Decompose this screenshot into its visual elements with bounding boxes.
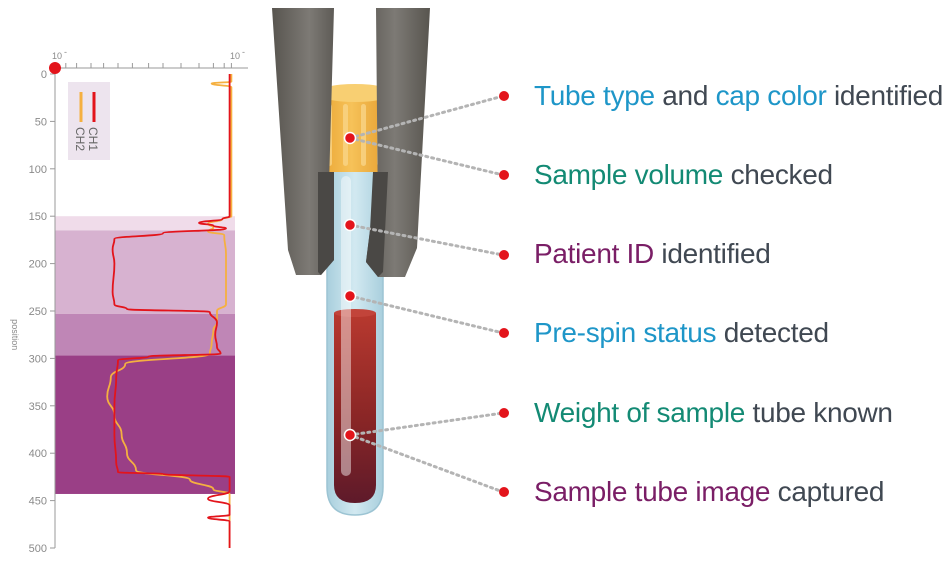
y-tick-label: 450 [29, 496, 47, 508]
marker-end-pre-spin [499, 328, 509, 338]
callout-part: captured [770, 476, 885, 507]
tube-highlight [341, 176, 351, 476]
callout-part: Tube type [534, 80, 655, 111]
legend-box [68, 82, 110, 160]
y-axis-label: position [10, 319, 20, 350]
callout-part: identified [653, 238, 771, 269]
x-tick-label: 10 [230, 51, 240, 61]
marker-end-tube-type [499, 91, 509, 101]
x-tick-superscript: - [64, 47, 67, 57]
y-tick-label: 300 [29, 353, 47, 365]
y-tick-label: 100 [29, 164, 47, 176]
chart-axes: 10-10-050100150200250300350400450500posi… [10, 47, 248, 555]
callout-tube-type: Tube type and cap color identified [534, 79, 943, 113]
callout-sample-volume: Sample volume checked [534, 158, 833, 192]
y-tick-label: 400 [29, 448, 47, 460]
marker-end-image [499, 487, 509, 497]
position-band-mid [55, 230, 235, 314]
position-bands [55, 216, 235, 494]
y-tick-label: 50 [35, 116, 47, 128]
callout-part: Sample volume [534, 159, 724, 190]
callout-part: Weight of sample [534, 397, 746, 428]
callout-part: detected [716, 317, 829, 348]
tube-illustration [272, 8, 430, 516]
position-band-dark [55, 313, 235, 356]
gripper-left-pad [318, 172, 334, 275]
callout-patient-id: Patient ID identified [534, 237, 771, 271]
marker-sample [343, 428, 357, 442]
y-tick-label: 350 [29, 401, 47, 413]
callout-part: identified [826, 80, 944, 111]
callout-pre-spin: Pre-spin status detected [534, 316, 829, 350]
callout-line-patient-id [348, 223, 505, 257]
marker-end-weight [499, 408, 509, 418]
marker-cap [343, 131, 357, 145]
x-tick-label: 10 [52, 51, 62, 61]
series-line-ch1 [111, 73, 231, 548]
legend-label-ch1: CH1 [86, 127, 100, 151]
y-tick-label: 150 [29, 211, 47, 223]
callout-line-pre-spin [348, 294, 505, 335]
signal-chart: 10-10-050100150200250300350400450500posi… [10, 47, 248, 555]
origin-marker [49, 62, 61, 74]
marker-end-patient-id [499, 250, 509, 260]
callout-line-image [348, 433, 505, 494]
position-band-light [55, 216, 235, 231]
callout-part: cap color [715, 80, 827, 111]
marker-pre-spin [343, 289, 357, 303]
callout-part: Patient ID [534, 238, 654, 269]
callout-line-weight [348, 411, 505, 437]
y-tick-label: 500 [29, 543, 47, 555]
x-tick-superscript: - [242, 47, 245, 57]
callout-part: Sample tube image [534, 476, 771, 507]
chart-legend: CH2 CH1 [68, 82, 110, 160]
callout-markers [343, 91, 509, 497]
legend-label-ch2: CH2 [73, 127, 87, 151]
blood-sample [334, 313, 376, 503]
callout-part: tube known [745, 397, 893, 428]
chart-series [106, 73, 233, 548]
y-tick-label: 200 [29, 259, 47, 271]
callout-part: Pre-spin status [534, 317, 717, 348]
callout-line-sample-volume [348, 136, 505, 177]
callout-weight: Weight of sample tube known [534, 396, 893, 430]
position-band-deep [55, 355, 235, 494]
gripper-right-pad [366, 172, 388, 277]
callout-image: Sample tube image captured [534, 475, 885, 509]
blood-meniscus [334, 309, 376, 317]
callout-line-tube-type [348, 94, 505, 140]
callout-part: and [654, 80, 716, 111]
callout-lines [348, 94, 505, 494]
y-tick-label: 250 [29, 306, 47, 318]
tube-cap [317, 92, 393, 172]
marker-label [343, 218, 357, 232]
callout-part: checked [723, 159, 834, 190]
y-tick-label: 0 [41, 69, 47, 81]
marker-end-sample-volume [499, 170, 509, 180]
tube-cap-top [317, 84, 393, 102]
